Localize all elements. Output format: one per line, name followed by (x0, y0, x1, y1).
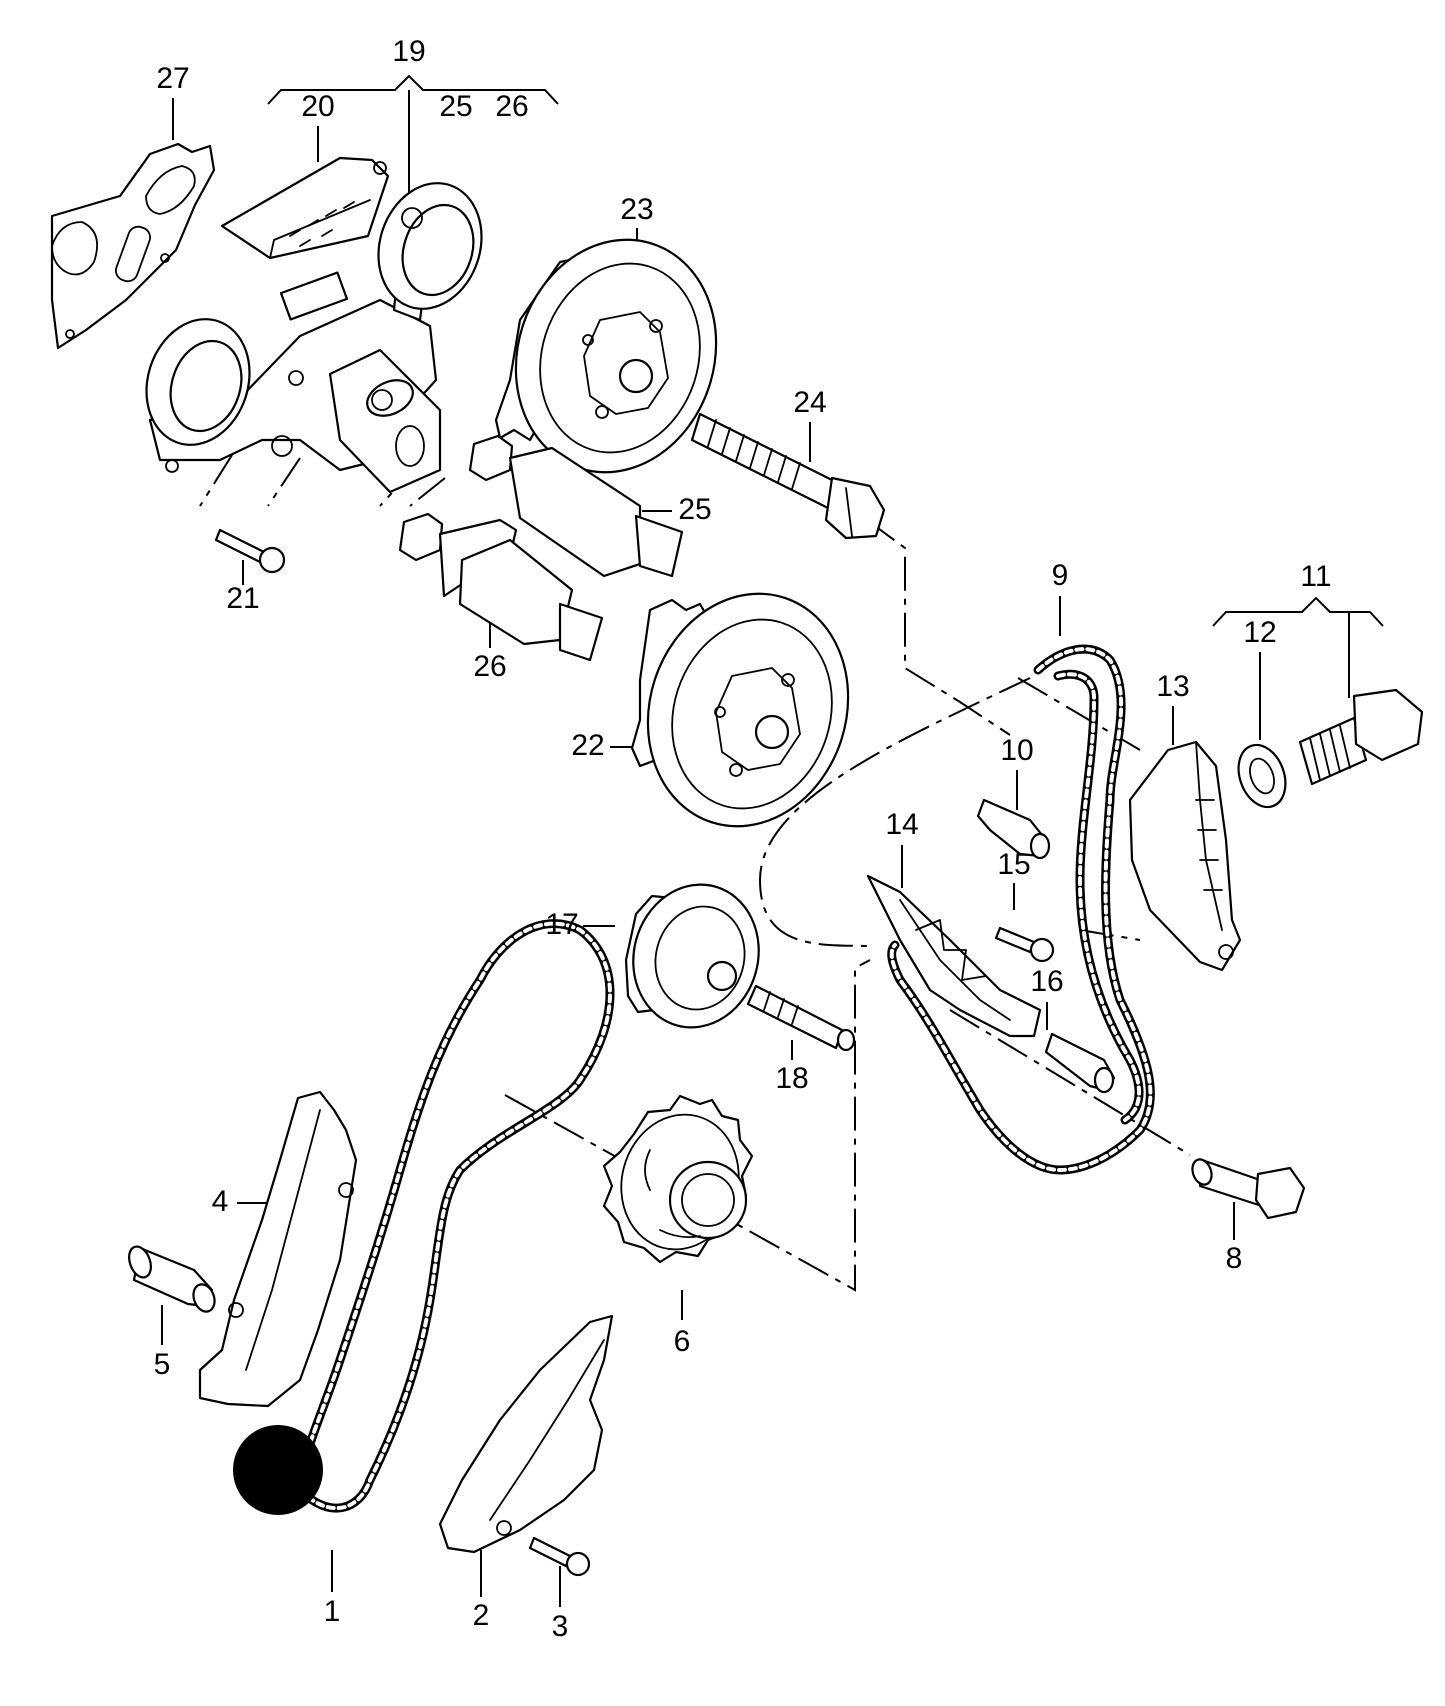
part-label-24: 24 (793, 386, 826, 419)
leader-lines (161, 74, 1384, 1607)
pin-part-5 (128, 1245, 216, 1313)
camshaft-adjuster-part-22 (630, 592, 850, 828)
guide-rail-part-4 (198, 1090, 358, 1408)
part-label-11: 11 (1300, 560, 1331, 593)
part-label-12: 12 (1243, 616, 1276, 649)
camshaft-adjuster-part-23 (494, 238, 718, 474)
timing-chain-part-9 (887, 644, 1155, 1175)
part-label-21: 21 (226, 582, 259, 615)
tensioner-part-11 (1237, 688, 1424, 809)
part-label-4: 4 (212, 1185, 229, 1218)
screw-part-15 (994, 926, 1055, 963)
cover-part-20 (220, 156, 390, 260)
screw-part-21 (214, 528, 286, 574)
shaft-part-18 (746, 984, 856, 1052)
part-label-16: 16 (1030, 965, 1063, 998)
part-labels: 1 2 3 4 5 6 8 9 10 11 12 13 14 15 16 17 … (154, 35, 1332, 1643)
part-label-25: 25 (678, 493, 711, 526)
part-label-20: 20 (301, 90, 334, 123)
screw-part-3 (528, 1536, 591, 1577)
part-label-5: 5 (154, 1348, 171, 1381)
timing-chain-part-1 (295, 919, 615, 1513)
reference-marker-dot (233, 1425, 323, 1515)
solenoid-valve-part-25 (468, 434, 684, 578)
part-label-13: 13 (1156, 670, 1189, 703)
part-label-25-bracket: 25 (439, 90, 472, 123)
crank-sprocket-part-6 (602, 1094, 754, 1264)
part-label-19: 19 (392, 35, 425, 68)
pin-part-16 (1044, 1032, 1116, 1094)
part-label-26: 26 (473, 650, 506, 683)
bolt-part-8 (1191, 1158, 1306, 1220)
pin-part-10 (976, 798, 1051, 860)
tensioner-rail-part-13 (1128, 740, 1242, 972)
part-label-14: 14 (885, 808, 918, 841)
tensioner-rail-part-2 (438, 1314, 614, 1554)
sprocket-part-17 (624, 883, 760, 1029)
part-label-23: 23 (620, 193, 653, 226)
part-label-15: 15 (997, 848, 1030, 881)
part-label-1: 1 (324, 1595, 341, 1628)
part-label-10: 10 (1000, 734, 1033, 767)
part-label-18: 18 (775, 1062, 808, 1095)
gasket-part-27 (50, 142, 216, 350)
guide-rail-part-14 (866, 874, 1042, 1038)
part-label-9: 9 (1052, 559, 1069, 592)
part-label-6: 6 (674, 1325, 691, 1358)
part-label-8: 8 (1226, 1242, 1243, 1275)
camshaft-housing-part-19 (145, 182, 483, 494)
solenoid-valve-part-26 (398, 512, 604, 662)
part-label-3: 3 (552, 1610, 569, 1643)
bolt-part-24 (690, 412, 886, 540)
part-label-26-bracket: 26 (495, 90, 528, 123)
part-label-2: 2 (473, 1599, 490, 1632)
part-label-22: 22 (571, 729, 604, 762)
part-label-17: 17 (545, 908, 578, 941)
part-label-27: 27 (156, 62, 189, 95)
